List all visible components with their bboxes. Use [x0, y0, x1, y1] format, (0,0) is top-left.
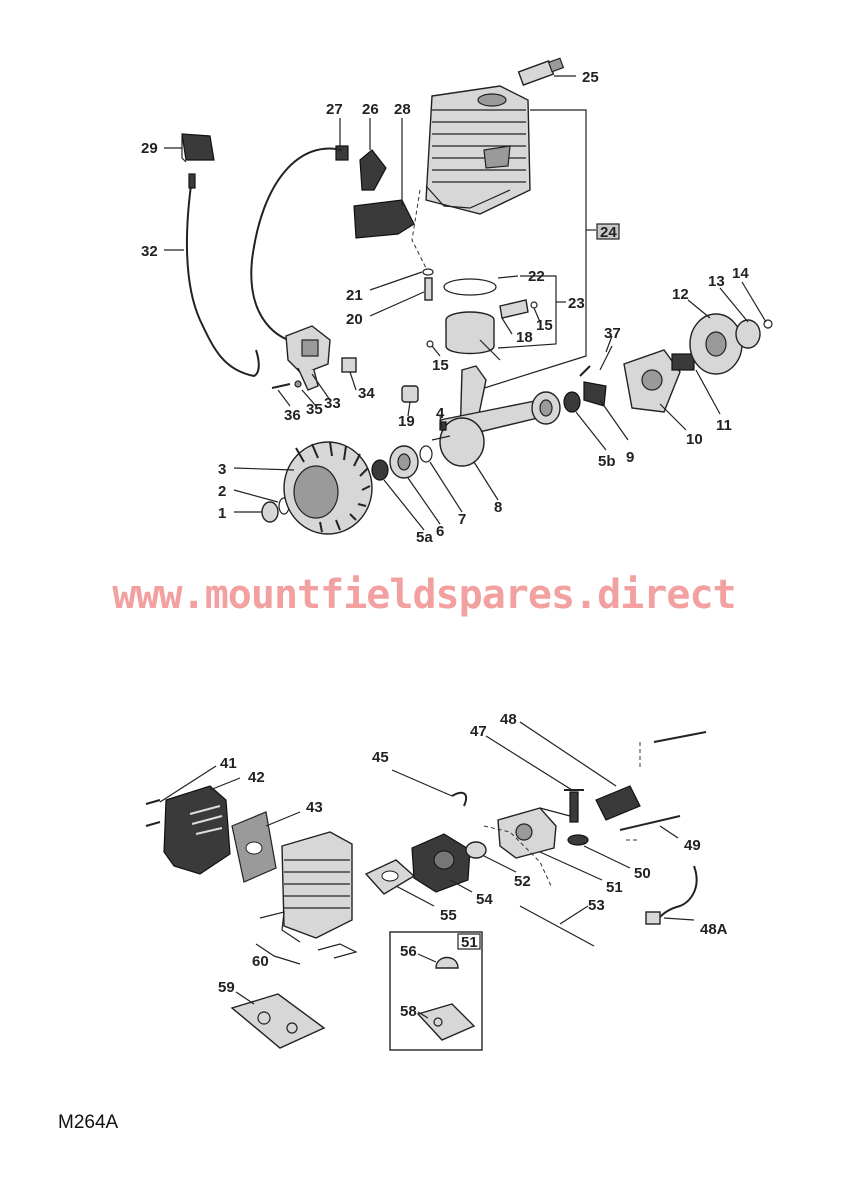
label-24: 24 — [600, 224, 617, 241]
label-25: 25 — [582, 69, 599, 86]
label-23: 23 — [568, 295, 585, 312]
oil-pump-part — [579, 345, 613, 407]
label-56: 56 — [400, 943, 417, 960]
label-20: 20 — [346, 311, 363, 328]
label-2: 2 — [218, 483, 226, 500]
label-10: 10 — [686, 431, 703, 448]
label-52: 52 — [514, 873, 531, 890]
fuel-hose-part — [451, 791, 468, 807]
label-51-box: 51 — [461, 934, 478, 951]
label-18: 18 — [516, 329, 533, 346]
label-29: 29 — [141, 140, 158, 157]
label-22: 22 — [528, 268, 545, 285]
label-51: 51 — [606, 879, 623, 896]
filter-parts — [564, 789, 589, 846]
flywheel-part — [261, 441, 373, 535]
label-35: 35 — [306, 401, 323, 418]
label-5a: 5a — [416, 529, 433, 546]
label-11: 11 — [716, 417, 732, 434]
carburettor-part — [497, 807, 571, 859]
label-9: 9 — [626, 449, 634, 466]
label-24-box: 24 — [596, 223, 620, 241]
label-53: 53 — [588, 897, 605, 914]
throttle-cable-part — [519, 905, 595, 947]
label-8: 8 — [494, 499, 502, 516]
label-48: 48 — [500, 711, 517, 728]
label-49: 49 — [684, 837, 701, 854]
label-59: 59 — [218, 979, 235, 996]
label-19: 19 — [398, 413, 415, 430]
label-26: 26 — [362, 101, 379, 118]
label-60: 60 — [252, 953, 269, 970]
label-47: 47 — [470, 723, 487, 740]
bearings-and-seals — [371, 391, 581, 481]
label-6: 6 — [436, 523, 444, 540]
label-36: 36 — [284, 407, 301, 424]
label-14: 14 — [732, 265, 749, 282]
label-1: 1 — [218, 505, 226, 522]
label-12: 12 — [672, 286, 689, 303]
label-15-left: 15 — [432, 357, 449, 374]
label-3: 3 — [218, 461, 226, 478]
label-7: 7 — [458, 511, 466, 528]
air-filter-holder-part — [595, 731, 707, 925]
label-58: 58 — [400, 1003, 417, 1020]
label-41: 41 — [220, 755, 237, 772]
piston-kit-part — [422, 268, 538, 355]
carburettor-kit-box: 51 — [389, 931, 483, 1051]
gasket-52-part — [465, 841, 487, 859]
gasket-set-part — [230, 993, 326, 1049]
label-27: 27 — [326, 101, 343, 118]
cylinder-lower-part — [259, 831, 358, 959]
ignition-cable-assembly — [250, 145, 415, 343]
stop-switch-part — [181, 133, 260, 378]
label-54: 54 — [476, 891, 493, 908]
watermark-text: www.mountfieldspares.direct — [112, 572, 736, 618]
label-13: 13 — [708, 273, 725, 290]
label-21: 21 — [346, 287, 363, 304]
diagram-code: M264A — [58, 1112, 119, 1133]
label-5b: 5b — [598, 453, 616, 470]
label-55: 55 — [440, 907, 457, 924]
cylinder-part — [425, 85, 531, 215]
label-33: 33 — [324, 395, 341, 412]
label-42: 42 — [248, 769, 265, 786]
label-32: 32 — [141, 243, 158, 260]
label-48a: 48A — [700, 921, 728, 938]
label-45: 45 — [372, 749, 389, 766]
spark-plug-part — [517, 57, 565, 86]
label-43: 43 — [306, 799, 323, 816]
crankshaft-part — [431, 365, 547, 467]
ignition-coil-part — [271, 325, 357, 391]
intake-manifold-part — [411, 833, 471, 893]
needle-bearing-part — [401, 385, 419, 403]
clutch-assembly — [623, 313, 773, 413]
label-34: 34 — [358, 385, 375, 402]
label-4: 4 — [436, 405, 445, 422]
label-50: 50 — [634, 865, 651, 882]
label-28: 28 — [394, 101, 411, 118]
label-37: 37 — [604, 325, 621, 342]
label-15-right: 15 — [536, 317, 553, 334]
cylinder-cover-part — [145, 785, 231, 875]
